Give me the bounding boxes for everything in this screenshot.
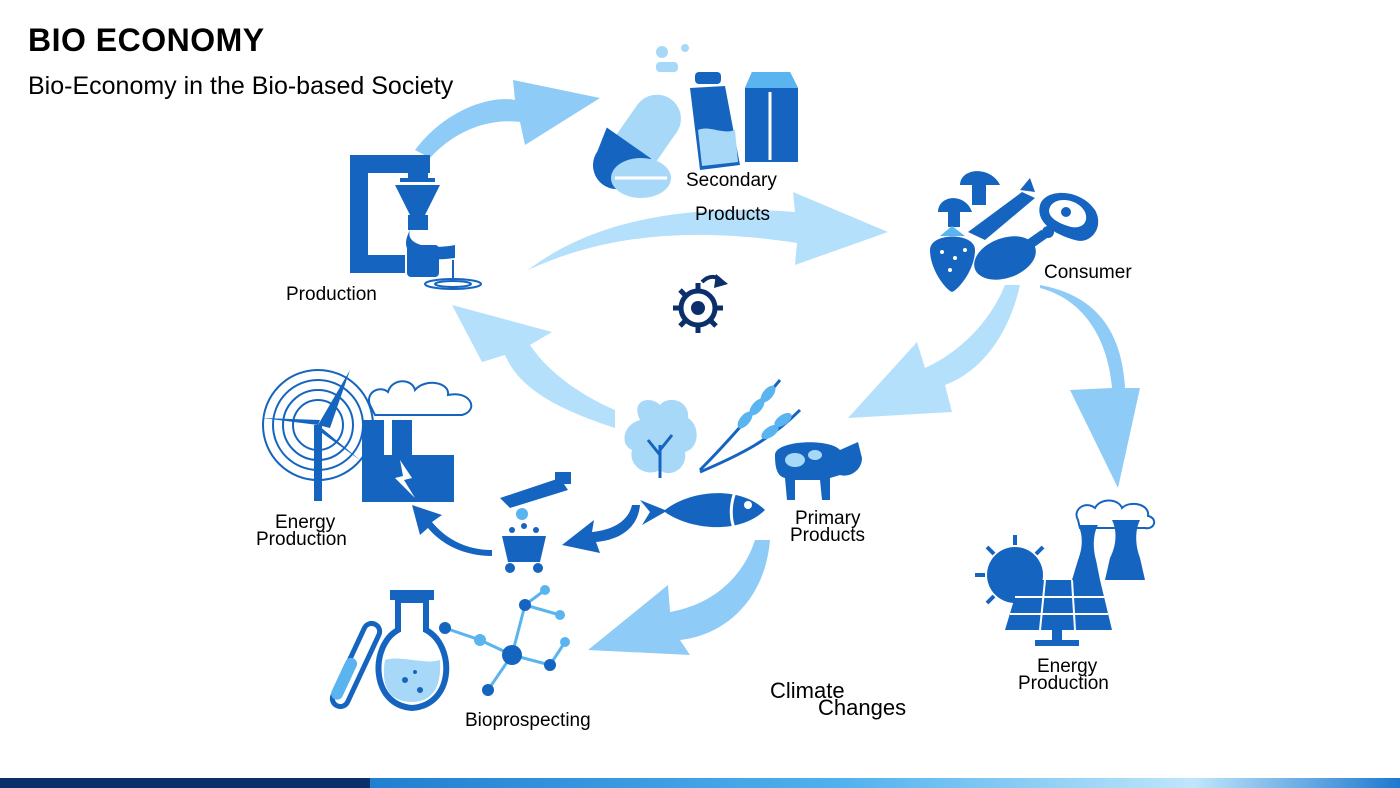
cow-icon <box>775 442 862 500</box>
arrow-primary-to-production <box>452 305 615 428</box>
page-title: BIO ECONOMY <box>28 22 265 58</box>
fish-icon <box>640 491 765 531</box>
label-production: Production <box>286 284 377 305</box>
label-energy-left-line2: Production <box>256 529 347 550</box>
cooling-tower-icon <box>1072 499 1156 580</box>
carrot-icon <box>968 178 1035 240</box>
gear-cycle-icon <box>673 274 728 333</box>
arrow-production-to-secondary <box>415 80 600 158</box>
milk-bottle-icon <box>690 72 740 170</box>
wind-turbine-icon <box>262 369 374 501</box>
factory-icon <box>362 380 473 502</box>
tree-icon <box>624 399 697 478</box>
label-secondary-products-line1: Secondary <box>686 170 777 191</box>
flask-icon <box>375 590 450 712</box>
label-energy-left-line1: Energy <box>275 512 336 533</box>
arrow-to-consumer <box>528 192 888 270</box>
footer-bar-gradient-segment <box>370 778 1400 788</box>
label-primary-products-line2: Products <box>790 525 865 546</box>
arrow-consumer-to-primary <box>848 285 1020 418</box>
page-subtitle: Bio-Economy in the Bio-based Society <box>28 72 454 100</box>
solar-panel-icon <box>1005 579 1112 646</box>
label-energy-right-line1: Energy <box>1037 656 1098 677</box>
label-climate-line2: Changes <box>818 695 907 720</box>
label-consumer: Consumer <box>1044 262 1132 283</box>
label-secondary-products-line2: Products <box>695 204 770 225</box>
label-energy-right-line2: Production <box>1018 673 1109 694</box>
arrow-consumer-to-energy <box>1040 285 1140 488</box>
arrow-primary-to-bioprospecting <box>588 540 770 655</box>
wheat-icon <box>698 379 802 474</box>
pill-icon <box>593 44 689 198</box>
arrow-mining-to-energy <box>412 505 492 556</box>
test-tube-icon <box>329 620 383 710</box>
molecule-icon <box>439 585 570 696</box>
strawberry-icon <box>930 226 975 292</box>
grinder-machine-icon <box>350 155 482 290</box>
label-primary-products-line1: Primary <box>795 508 861 529</box>
mine-cart-icon <box>502 523 546 573</box>
milk-carton-icon <box>745 72 798 162</box>
chicken-leg-icon <box>974 226 1054 280</box>
arrow-primary-to-mining <box>562 505 640 553</box>
saw-icon <box>500 472 571 520</box>
footer-bar-dark-segment <box>0 778 370 788</box>
mushroom-icon <box>938 171 1000 227</box>
footer-bar <box>0 778 1400 788</box>
label-climate-line1: Climate <box>770 678 845 703</box>
label-bioprospecting: Bioprospecting <box>465 710 591 731</box>
steak-icon <box>1039 192 1099 241</box>
